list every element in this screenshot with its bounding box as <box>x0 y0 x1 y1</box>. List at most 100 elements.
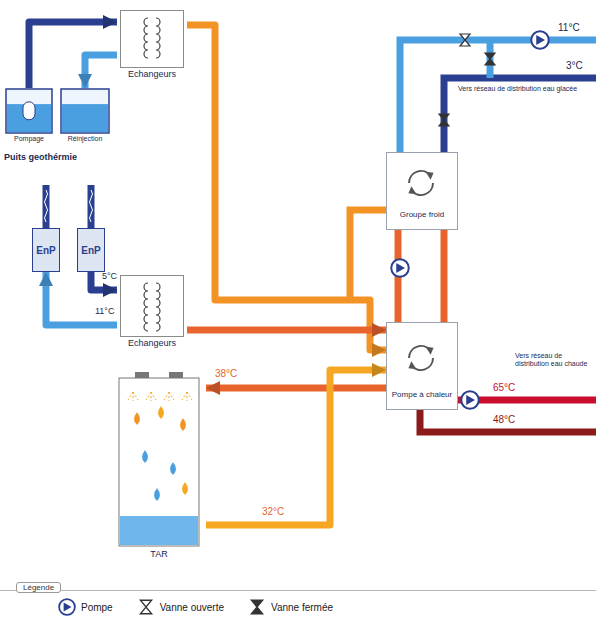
coil <box>156 18 160 58</box>
drop <box>142 450 148 463</box>
legend-text: Pompe <box>81 602 113 613</box>
temperature-label: 48°C <box>493 414 515 426</box>
cycle-icon <box>387 153 453 207</box>
spray <box>146 392 156 401</box>
drop <box>134 412 140 425</box>
hot-return-pipe <box>420 410 596 432</box>
temperature-label: 11°C <box>95 306 114 316</box>
probe-waves <box>45 190 93 222</box>
pipe-connector <box>46 272 117 325</box>
node-label: Pompe à chaleur <box>387 390 457 399</box>
heat-exchanger: Echangeurs <box>117 275 187 348</box>
spray <box>182 392 192 401</box>
legend-text: Vanne fermée <box>271 602 333 613</box>
legend-icon <box>59 599 75 615</box>
temperature-label: 65°C <box>493 382 515 394</box>
legend-symbol <box>58 598 76 616</box>
arrow-head <box>426 347 434 355</box>
arrow-head <box>426 172 434 180</box>
coil <box>156 283 160 331</box>
pipe-connector <box>206 385 386 392</box>
coil <box>144 18 148 58</box>
hx-drawing <box>120 10 184 68</box>
basin <box>120 516 198 545</box>
arrow-head <box>408 186 416 194</box>
fan <box>169 372 183 378</box>
drop <box>182 482 188 495</box>
probe-pipe <box>88 185 95 228</box>
tank-frame <box>6 89 52 133</box>
probe-box: EnP <box>32 228 60 272</box>
node-label: Echangeurs <box>117 69 187 79</box>
node-label: Groupe froid <box>387 210 457 219</box>
spray <box>128 392 138 401</box>
legend-icon <box>140 600 151 614</box>
water <box>62 104 108 132</box>
condenser-pipe <box>441 230 448 322</box>
drop <box>154 488 160 501</box>
probe-pipe <box>43 185 50 228</box>
node-label: EnP <box>81 245 100 256</box>
legend-symbol <box>248 598 266 616</box>
legend-row: Pompe Vanne ouverte Vanne fermée <box>58 598 333 616</box>
cooling-tower: TAR <box>112 372 206 559</box>
legend-icon <box>251 600 262 614</box>
heat-exchanger: Echangeurs <box>117 10 187 79</box>
well-tank: Réinjection <box>57 88 113 142</box>
wave <box>90 190 93 222</box>
exchanger-frame <box>121 11 184 68</box>
node-label: Réinjection <box>57 135 113 142</box>
chilled-return-pipe <box>400 40 596 152</box>
arrow-head <box>408 361 416 369</box>
wave <box>45 190 48 222</box>
heat-pump-box: Pompe à chaleur <box>386 322 458 410</box>
cycle-icon <box>387 323 453 387</box>
exchanger-frame <box>121 276 184 337</box>
tank-drawing <box>60 88 110 134</box>
drop <box>170 462 176 475</box>
group-label: Puits geothérmie <box>4 152 77 162</box>
temperature-label: 11°C <box>558 22 580 34</box>
well-tank: Pompage <box>2 88 56 142</box>
temperature-label: 32°C <box>262 506 284 518</box>
tower-frame <box>119 378 199 546</box>
pump-symbol <box>391 259 409 277</box>
pump-symbol <box>531 31 549 49</box>
pipe-connector <box>206 370 386 525</box>
well-pump <box>23 102 35 120</box>
legend-item: Vanne ouverte <box>137 598 224 616</box>
chiller-box: Groupe froid <box>386 152 458 230</box>
destination-note: Vers réseau de distribution eau glacée <box>458 85 590 93</box>
hx-drawing <box>120 275 184 337</box>
temperature-label: 3°C <box>566 60 583 72</box>
node-label: Pompage <box>2 135 56 142</box>
condenser-pipe <box>350 210 388 300</box>
legend-text: Vanne ouverte <box>160 602 224 613</box>
valve-closed <box>485 53 495 65</box>
spray <box>164 392 174 401</box>
temperature-label: 38°C <box>215 368 237 380</box>
pipe-connector <box>91 272 117 290</box>
pipe-connector <box>85 55 117 88</box>
probe-box: EnP <box>77 228 105 272</box>
legend-title: Légende <box>16 582 61 593</box>
temperature-label: 5°C <box>102 271 117 281</box>
pipe-connector <box>29 22 117 88</box>
pipe-connector <box>187 327 386 334</box>
node-label: Echangeurs <box>117 338 187 348</box>
pump-symbol <box>461 391 479 409</box>
tar-drawing <box>115 372 203 548</box>
tank-frame <box>61 89 109 133</box>
chilled-supply-pipe <box>444 78 596 152</box>
drop <box>158 406 164 419</box>
fan <box>135 372 149 378</box>
coil <box>144 283 148 331</box>
legend-item: Pompe <box>58 598 113 616</box>
drop <box>180 418 186 431</box>
node-label: EnP <box>36 245 55 256</box>
legend-symbol <box>137 598 155 616</box>
legend-item: Vanne fermée <box>248 598 333 616</box>
valve-open <box>460 34 470 46</box>
pipe-connector <box>187 25 386 350</box>
destination-note: Vers réseau de distribution eau chaude <box>515 352 593 368</box>
